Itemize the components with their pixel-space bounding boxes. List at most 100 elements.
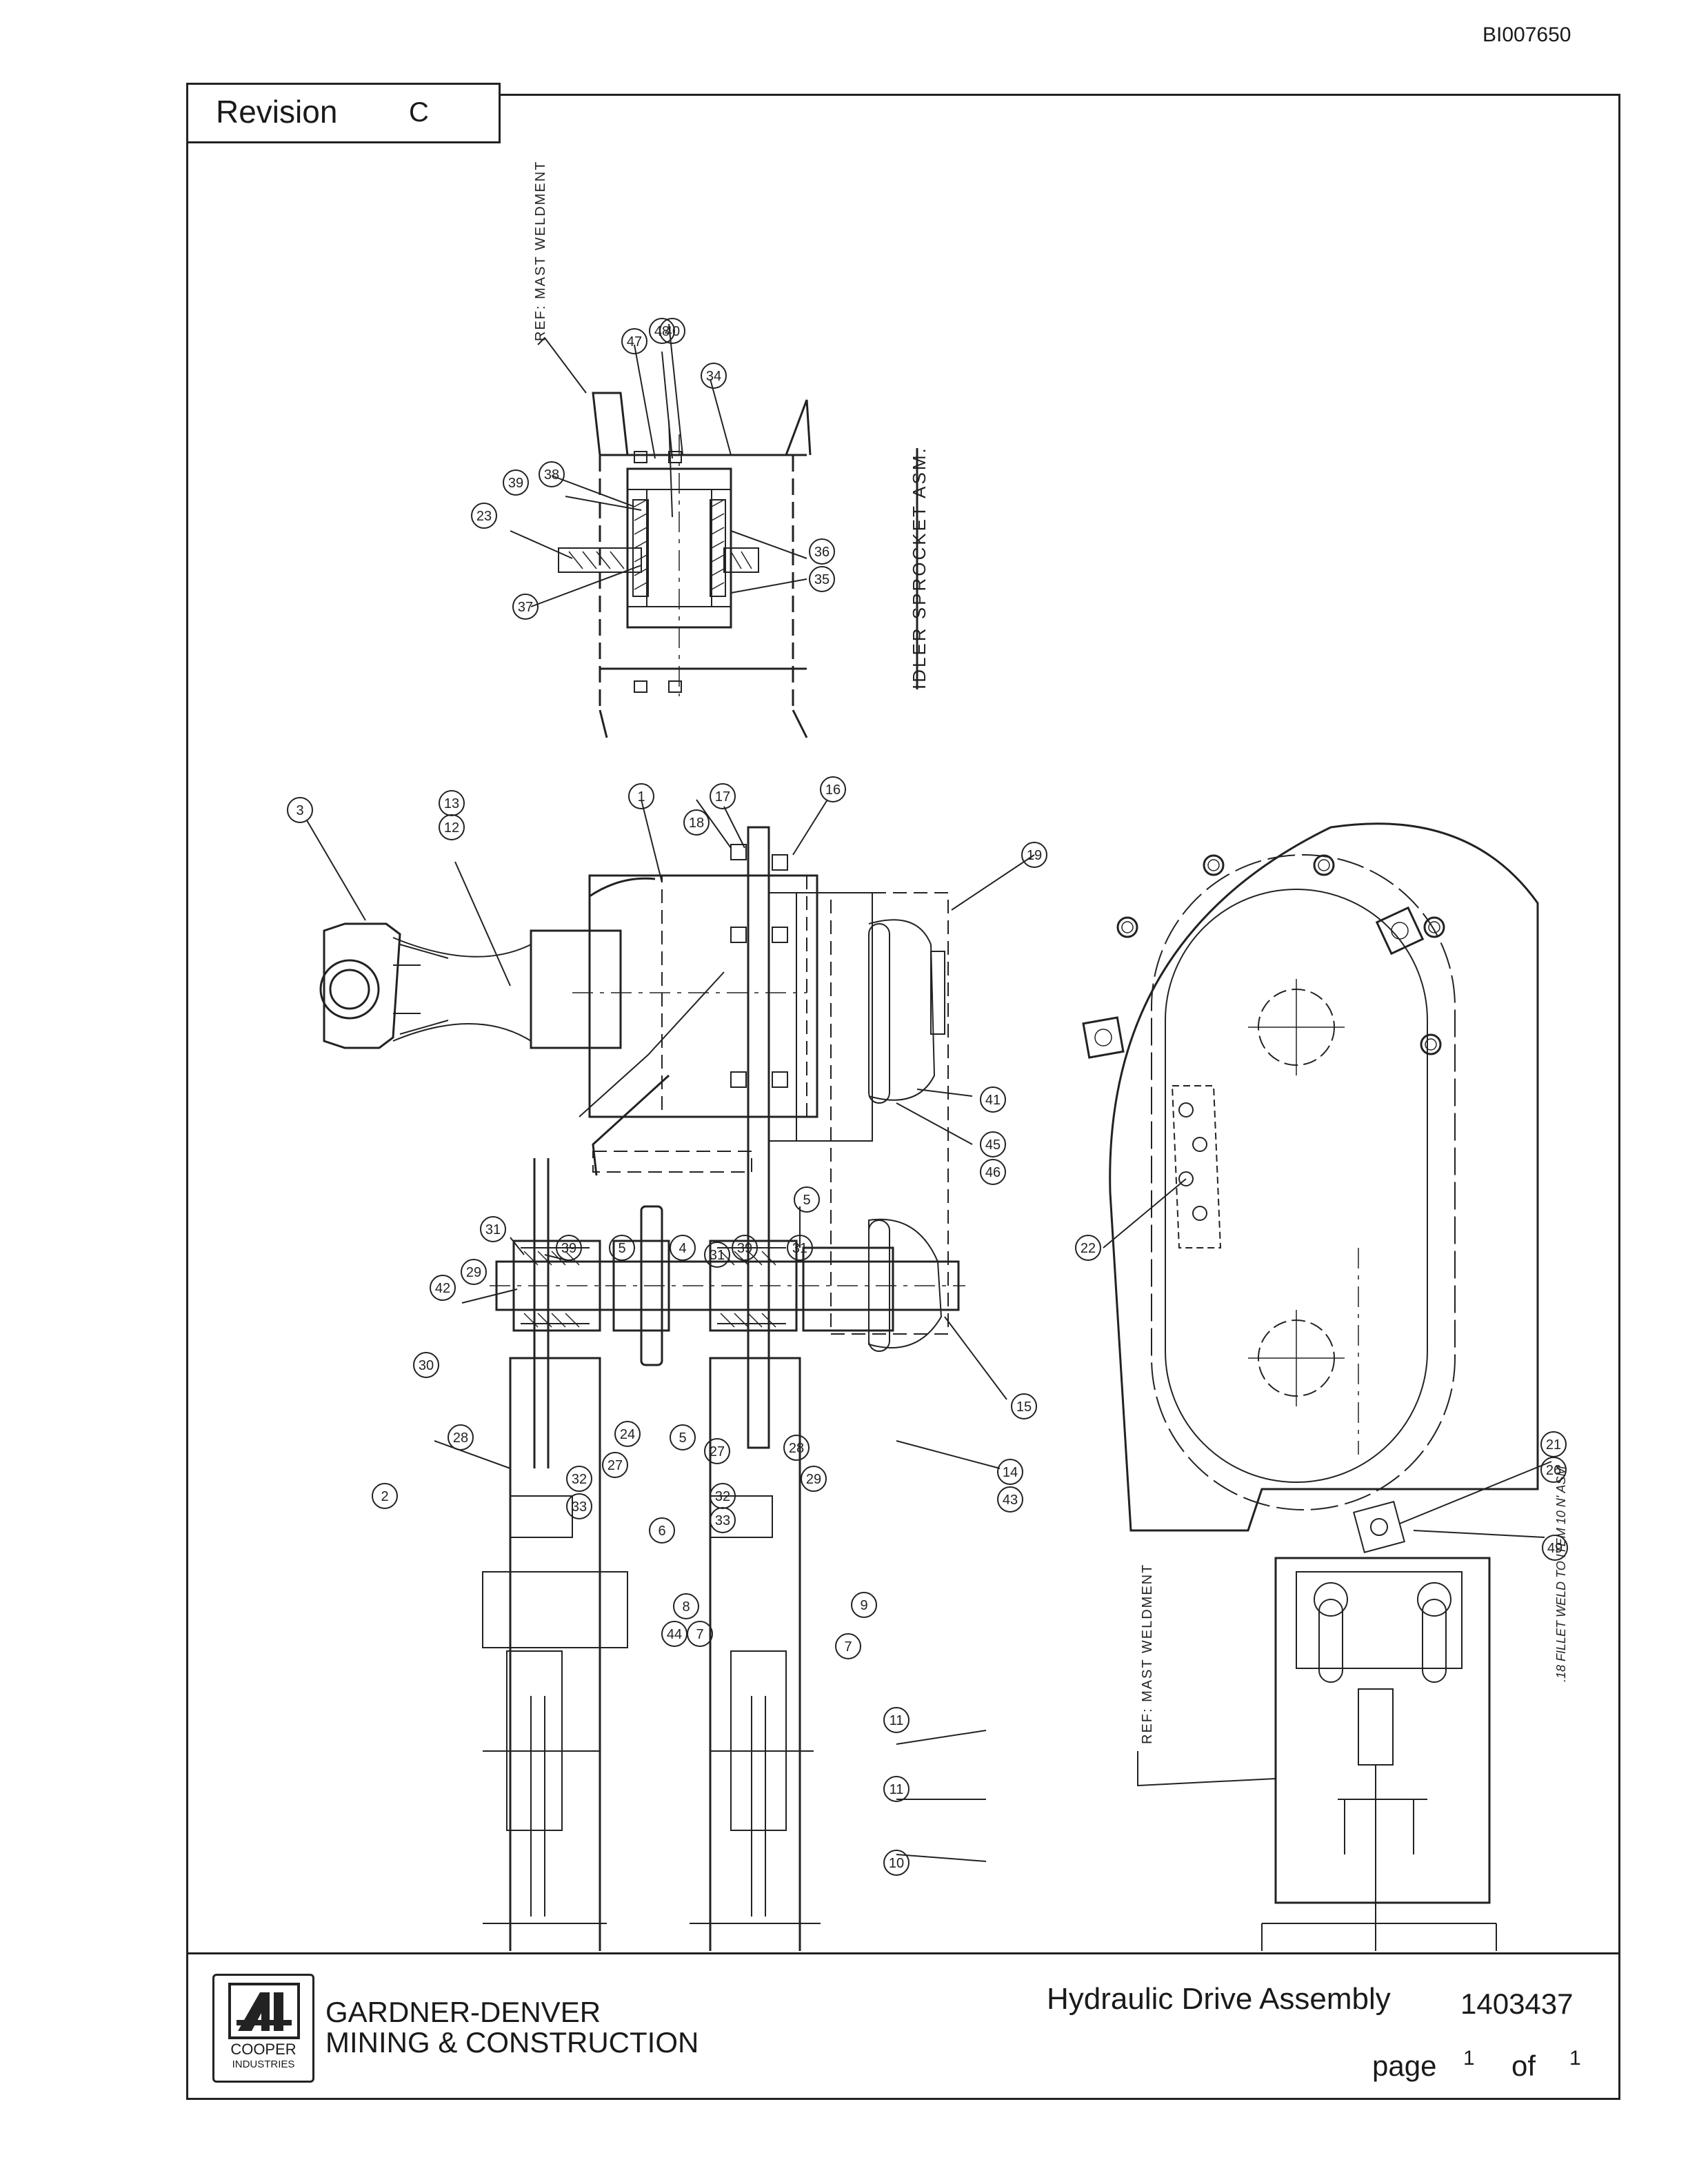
logo-subtext: INDUSTRIES [232, 2059, 295, 2070]
balloon-34: 34 [701, 363, 727, 389]
balloon-7: 7 [687, 1621, 713, 1647]
svg-text:33: 33 [572, 1499, 587, 1515]
svg-text:46: 46 [985, 1165, 1001, 1180]
svg-text:29: 29 [466, 1265, 481, 1280]
drawing-frame [186, 94, 1620, 2100]
svg-text:34: 34 [706, 369, 721, 384]
balloon-8: 8 [673, 1593, 699, 1619]
svg-text:5: 5 [679, 1430, 686, 1446]
balloon-46: 46 [980, 1159, 1006, 1185]
svg-text:37: 37 [518, 600, 533, 615]
svg-text:48: 48 [654, 324, 670, 339]
balloon-21: 21 [1540, 1431, 1567, 1457]
balloon-19: 19 [1021, 842, 1047, 868]
svg-text:12: 12 [444, 820, 459, 836]
idler-title: IDLER SPROCKET ASM. [909, 446, 930, 689]
balloon-47: 47 [621, 328, 647, 354]
balloon-2: 2 [372, 1483, 398, 1509]
balloon-27: 27 [704, 1438, 730, 1464]
balloon-39: 39 [556, 1235, 582, 1261]
svg-text:44: 44 [667, 1627, 682, 1642]
svg-text:17: 17 [715, 789, 730, 805]
svg-text:21: 21 [1546, 1437, 1561, 1453]
svg-text:39: 39 [508, 476, 523, 491]
item-balloons: 47 48 40 34 38 39 23 37 35 36 3 12 13 1 … [287, 318, 1568, 1876]
svg-text:23: 23 [476, 509, 492, 524]
title-block: COOPER INDUSTRIES GARDNER-DENVER MINING … [186, 1952, 1620, 2102]
svg-text:27: 27 [607, 1458, 623, 1473]
balloon-33: 33 [710, 1507, 736, 1533]
svg-text:24: 24 [620, 1427, 635, 1442]
svg-text:39: 39 [561, 1241, 576, 1256]
end-view-leaders [1103, 1178, 1552, 1787]
balloon-31: 31 [704, 1242, 730, 1268]
svg-text:5: 5 [803, 1193, 810, 1208]
svg-text:5: 5 [618, 1241, 625, 1256]
balloon-36: 36 [809, 538, 835, 565]
balloon-43: 43 [997, 1486, 1023, 1513]
balloon-39: 39 [732, 1235, 758, 1261]
balloon-6: 6 [649, 1517, 675, 1544]
weld-note: .18 FILLET WELD TO ITEM 10 N' ASM [1554, 1466, 1568, 1682]
svg-text:38: 38 [544, 467, 559, 483]
page-total: 1 [1569, 2047, 1581, 2070]
svg-text:22: 22 [1081, 1241, 1096, 1256]
svg-text:30: 30 [419, 1358, 434, 1373]
svg-text:28: 28 [453, 1430, 468, 1446]
balloon-10: 10 [883, 1850, 910, 1876]
revision-box: Revision C [186, 83, 501, 143]
svg-text:45: 45 [985, 1138, 1001, 1153]
drive-leaders [306, 799, 1035, 1862]
drive-end-view [1082, 822, 1539, 1951]
balloon-45: 45 [980, 1131, 1006, 1157]
logo-text: COOPER [230, 2041, 297, 2058]
svg-text:18: 18 [689, 816, 704, 831]
svg-text:15: 15 [1016, 1399, 1032, 1415]
svg-text:29: 29 [806, 1472, 821, 1487]
cooper-logo: COOPER INDUSTRIES [212, 1974, 314, 2083]
svg-text:31: 31 [485, 1222, 501, 1237]
balloon-24: 24 [614, 1421, 641, 1447]
balloon-26: 26 [1540, 1457, 1567, 1483]
idler-sprocket-assembly [558, 392, 812, 738]
balloon-40: 40 [659, 318, 685, 344]
balloon-16: 16 [820, 776, 846, 802]
svg-text:7: 7 [844, 1639, 852, 1655]
svg-text:32: 32 [572, 1472, 587, 1487]
balloon-48: 48 [649, 318, 675, 344]
svg-text:8: 8 [682, 1599, 690, 1615]
svg-text:31: 31 [792, 1241, 807, 1256]
balloon-7: 7 [835, 1633, 861, 1659]
balloon-5: 5 [794, 1186, 820, 1213]
balloon-32: 32 [710, 1483, 736, 1509]
balloon-11: 11 [883, 1776, 910, 1802]
svg-text:42: 42 [435, 1281, 450, 1296]
ref-mast-label-bottom: REF: MAST WELDMENT [1140, 1564, 1155, 1744]
svg-text:39: 39 [737, 1241, 752, 1256]
svg-text:28: 28 [789, 1441, 804, 1456]
svg-text:31: 31 [710, 1248, 725, 1263]
balloon-49: 49 [1542, 1535, 1568, 1561]
balloon-31: 31 [480, 1216, 506, 1242]
company-name-line1: GARDNER-DENVER [325, 1996, 601, 2028]
balloon-28: 28 [448, 1424, 474, 1450]
svg-text:10: 10 [889, 1856, 904, 1871]
balloon-28: 28 [783, 1435, 810, 1461]
balloon-1: 1 [628, 783, 654, 809]
svg-text:43: 43 [1003, 1493, 1018, 1508]
svg-text:27: 27 [710, 1444, 725, 1459]
company-name-line2: MINING & CONSTRUCTION [325, 2026, 699, 2059]
part-number: 1403437 [1460, 1988, 1574, 2020]
svg-text:2: 2 [381, 1489, 388, 1504]
svg-text:41: 41 [985, 1093, 1001, 1108]
drive-side-view [319, 826, 965, 1951]
balloon-32: 32 [566, 1466, 592, 1492]
svg-text:13: 13 [444, 796, 459, 811]
idler-leaders [510, 323, 807, 607]
page-label: page [1372, 2050, 1437, 2082]
balloon-15: 15 [1011, 1393, 1037, 1419]
of-label: of [1511, 2050, 1536, 2082]
svg-text:26: 26 [1546, 1463, 1561, 1478]
balloon-18: 18 [683, 809, 710, 836]
svg-text:1: 1 [637, 789, 645, 805]
